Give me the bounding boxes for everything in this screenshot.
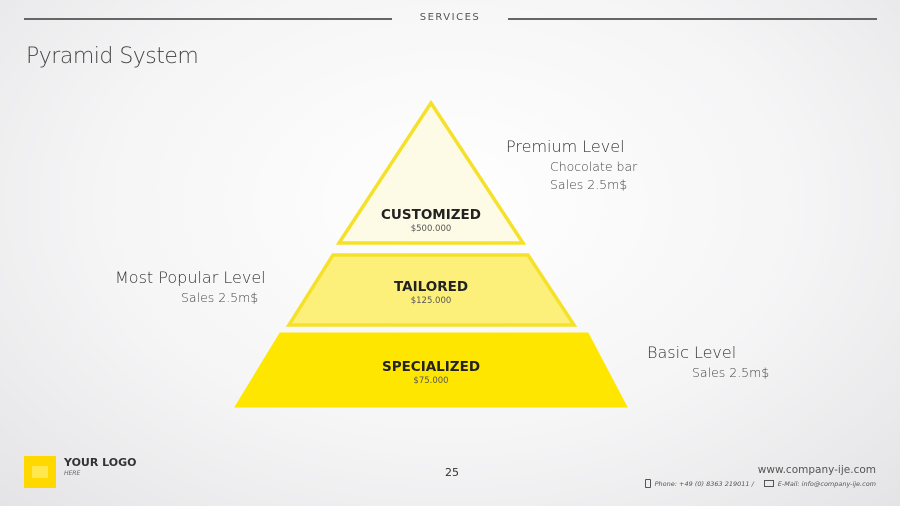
contact-line: Phone: +49 (0) 8363 219011 / E-Mail: inf…: [644, 479, 876, 488]
popular-level-title: Most Popular Level: [115, 268, 266, 287]
header-rule-right: [508, 18, 877, 20]
mail-icon: [763, 480, 774, 487]
tier-tailored-name: TAILORED: [394, 279, 468, 295]
premium-level-sales: Sales 2.5m$: [550, 177, 628, 192]
logo-title: YOUR LOGO: [64, 456, 137, 469]
tier-customized: [335, 99, 527, 245]
tier-customized-name: CUSTOMIZED: [381, 207, 481, 223]
basic-level-title: Basic Level: [647, 343, 737, 362]
tier-specialized-name: SPECIALIZED: [382, 359, 480, 375]
logo-subtitle: HERE: [64, 470, 81, 477]
tier-tailored: [285, 253, 578, 327]
section-label: SERVICES: [419, 12, 481, 23]
phone-icon: [644, 479, 651, 488]
tier-specialized-price: $75.000: [413, 376, 448, 386]
tier-tailored-price: $125.000: [411, 296, 452, 306]
premium-level-product: Chocolate bar: [550, 159, 638, 174]
premium-level-title: Premium Level: [506, 137, 625, 156]
tier-customized-price: $500.000: [411, 224, 452, 234]
header-rule-left: [24, 18, 392, 20]
tier-specialized: [234, 332, 628, 408]
phone-text: Phone: +49 (0) 8363 219011 /: [654, 479, 754, 488]
popular-level-sales: Sales 2.5m$: [181, 290, 259, 305]
website-link[interactable]: www.company-ije.com: [757, 464, 876, 476]
basic-level-sales: Sales 2.5m$: [692, 365, 770, 380]
page-number: 25: [445, 466, 459, 479]
logo-icon: [24, 456, 56, 488]
email-text[interactable]: E-Mail: info@company-ije.com: [777, 479, 876, 488]
page-title: Pyramid System: [26, 44, 199, 69]
